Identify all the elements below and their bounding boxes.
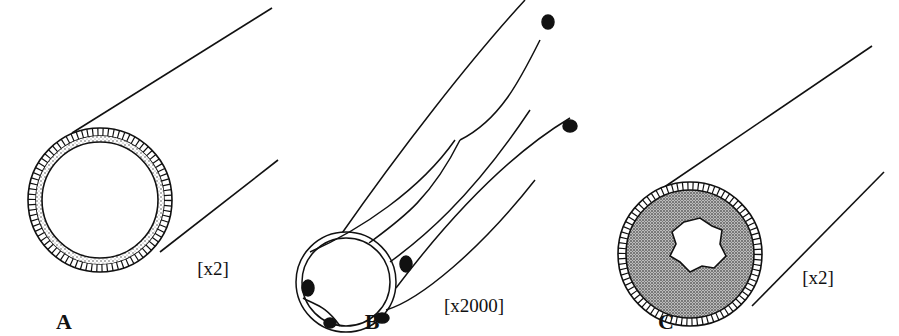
tube-a <box>28 8 278 272</box>
panel-letter: B <box>365 311 380 333</box>
panel-letter: A <box>56 311 72 333</box>
panel-letter: C <box>658 311 674 333</box>
magnification-label: [x2] <box>197 259 229 278</box>
magnification-label: [x2] <box>802 268 834 287</box>
tube-b <box>296 0 577 332</box>
tube-c <box>618 46 884 326</box>
magnification-label: [x2000] <box>444 296 504 315</box>
